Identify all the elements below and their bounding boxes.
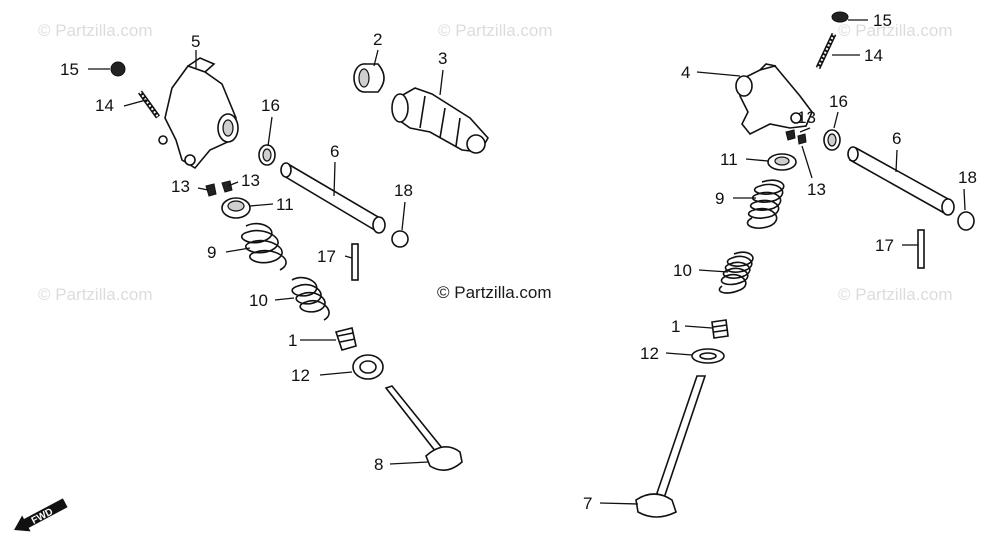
callout-11b: 11 xyxy=(720,150,738,169)
part-lock-nut-left xyxy=(110,61,126,77)
part-valve-8 xyxy=(384,385,463,471)
watermarks: © Partzilla.com © Partzilla.com © Partzi… xyxy=(38,21,953,304)
callout-18a: 18 xyxy=(394,181,413,200)
part-inner-spring-10-left xyxy=(291,276,330,321)
part-rocker-shaft-6-left xyxy=(280,162,386,234)
watermark: © Partzilla.com xyxy=(838,21,953,40)
callout-13a: 13 xyxy=(171,177,190,196)
part-stem-seal-1-right xyxy=(711,319,729,339)
watermark: © Partzilla.com xyxy=(38,21,153,40)
part-washer-12-right xyxy=(691,348,725,364)
callout-17b: 17 xyxy=(875,236,894,255)
part-lock-nut-right xyxy=(831,11,849,23)
callout-12b: 12 xyxy=(640,344,659,363)
part-adjust-screw-right xyxy=(815,32,837,70)
callout-8: 8 xyxy=(374,455,383,474)
part-cotter-13-left xyxy=(205,180,233,197)
watermark: © Partzilla.com xyxy=(38,285,153,304)
part-stem-seal-1-left xyxy=(334,327,357,351)
fwd-label: FWD xyxy=(30,506,55,526)
callout-4: 4 xyxy=(681,63,690,82)
part-rocker-arm-4 xyxy=(735,63,813,136)
part-dowel-pin-17-left xyxy=(351,243,359,281)
callout-17a: 17 xyxy=(317,247,336,266)
fwd-arrow: FWD xyxy=(14,498,68,532)
callout-1a: 1 xyxy=(288,331,297,350)
callout-12a: 12 xyxy=(291,366,310,385)
callout-10a: 10 xyxy=(249,291,268,310)
part-washer-12-left xyxy=(352,354,384,380)
callout-14a: 14 xyxy=(95,96,114,115)
right-assembly xyxy=(635,11,975,518)
part-retainer-11-right xyxy=(767,153,797,171)
part-rocker-arm-5 xyxy=(158,57,239,170)
watermark: © Partzilla.com xyxy=(438,21,553,40)
callout-9b: 9 xyxy=(715,189,724,208)
part-outer-spring-9-right xyxy=(746,179,785,229)
callout-6a: 6 xyxy=(330,142,339,161)
callout-15a: 15 xyxy=(60,60,79,79)
callout-16b: 16 xyxy=(829,92,848,111)
callout-7: 7 xyxy=(583,494,592,513)
callout-1b: 1 xyxy=(671,317,680,336)
part-rocker-shaft-6-right xyxy=(847,146,955,216)
part-inner-spring-10-right xyxy=(718,251,754,294)
callout-5: 5 xyxy=(191,32,200,51)
left-assembly xyxy=(110,57,489,471)
part-outer-spring-9-left xyxy=(241,222,287,271)
part-o-ring-18-right xyxy=(957,211,975,231)
part-dowel-pin-17-right xyxy=(917,229,925,269)
part-cotter-13-right xyxy=(785,129,807,145)
part-ring-16-right xyxy=(823,129,841,151)
part-adjust-screw-left xyxy=(137,90,161,119)
copyright-text: © Partzilla.com xyxy=(437,283,552,302)
callout-16a: 16 xyxy=(261,96,280,115)
callout-13c: 13 xyxy=(797,108,816,127)
callout-15b: 15 xyxy=(873,11,892,30)
callout-3: 3 xyxy=(438,49,447,68)
part-ring-16-left xyxy=(258,144,276,166)
callout-18b: 18 xyxy=(958,168,977,187)
part-retainer-11-left xyxy=(221,197,251,219)
callout-2: 2 xyxy=(373,30,382,49)
callout-14b: 14 xyxy=(864,46,883,65)
callout-13b: 13 xyxy=(241,171,260,190)
part-o-ring-18-left xyxy=(391,230,409,248)
leader-lines xyxy=(88,19,966,505)
part-bearing-2 xyxy=(353,63,385,93)
watermark: © Partzilla.com xyxy=(838,285,953,304)
callout-13d: 13 xyxy=(807,180,826,199)
callout-6b: 6 xyxy=(892,129,901,148)
part-valve-7 xyxy=(635,375,707,518)
part-camshaft-3 xyxy=(391,87,489,154)
callout-11a: 11 xyxy=(276,195,294,214)
callout-10b: 10 xyxy=(673,261,692,280)
callout-9a: 9 xyxy=(207,243,216,262)
